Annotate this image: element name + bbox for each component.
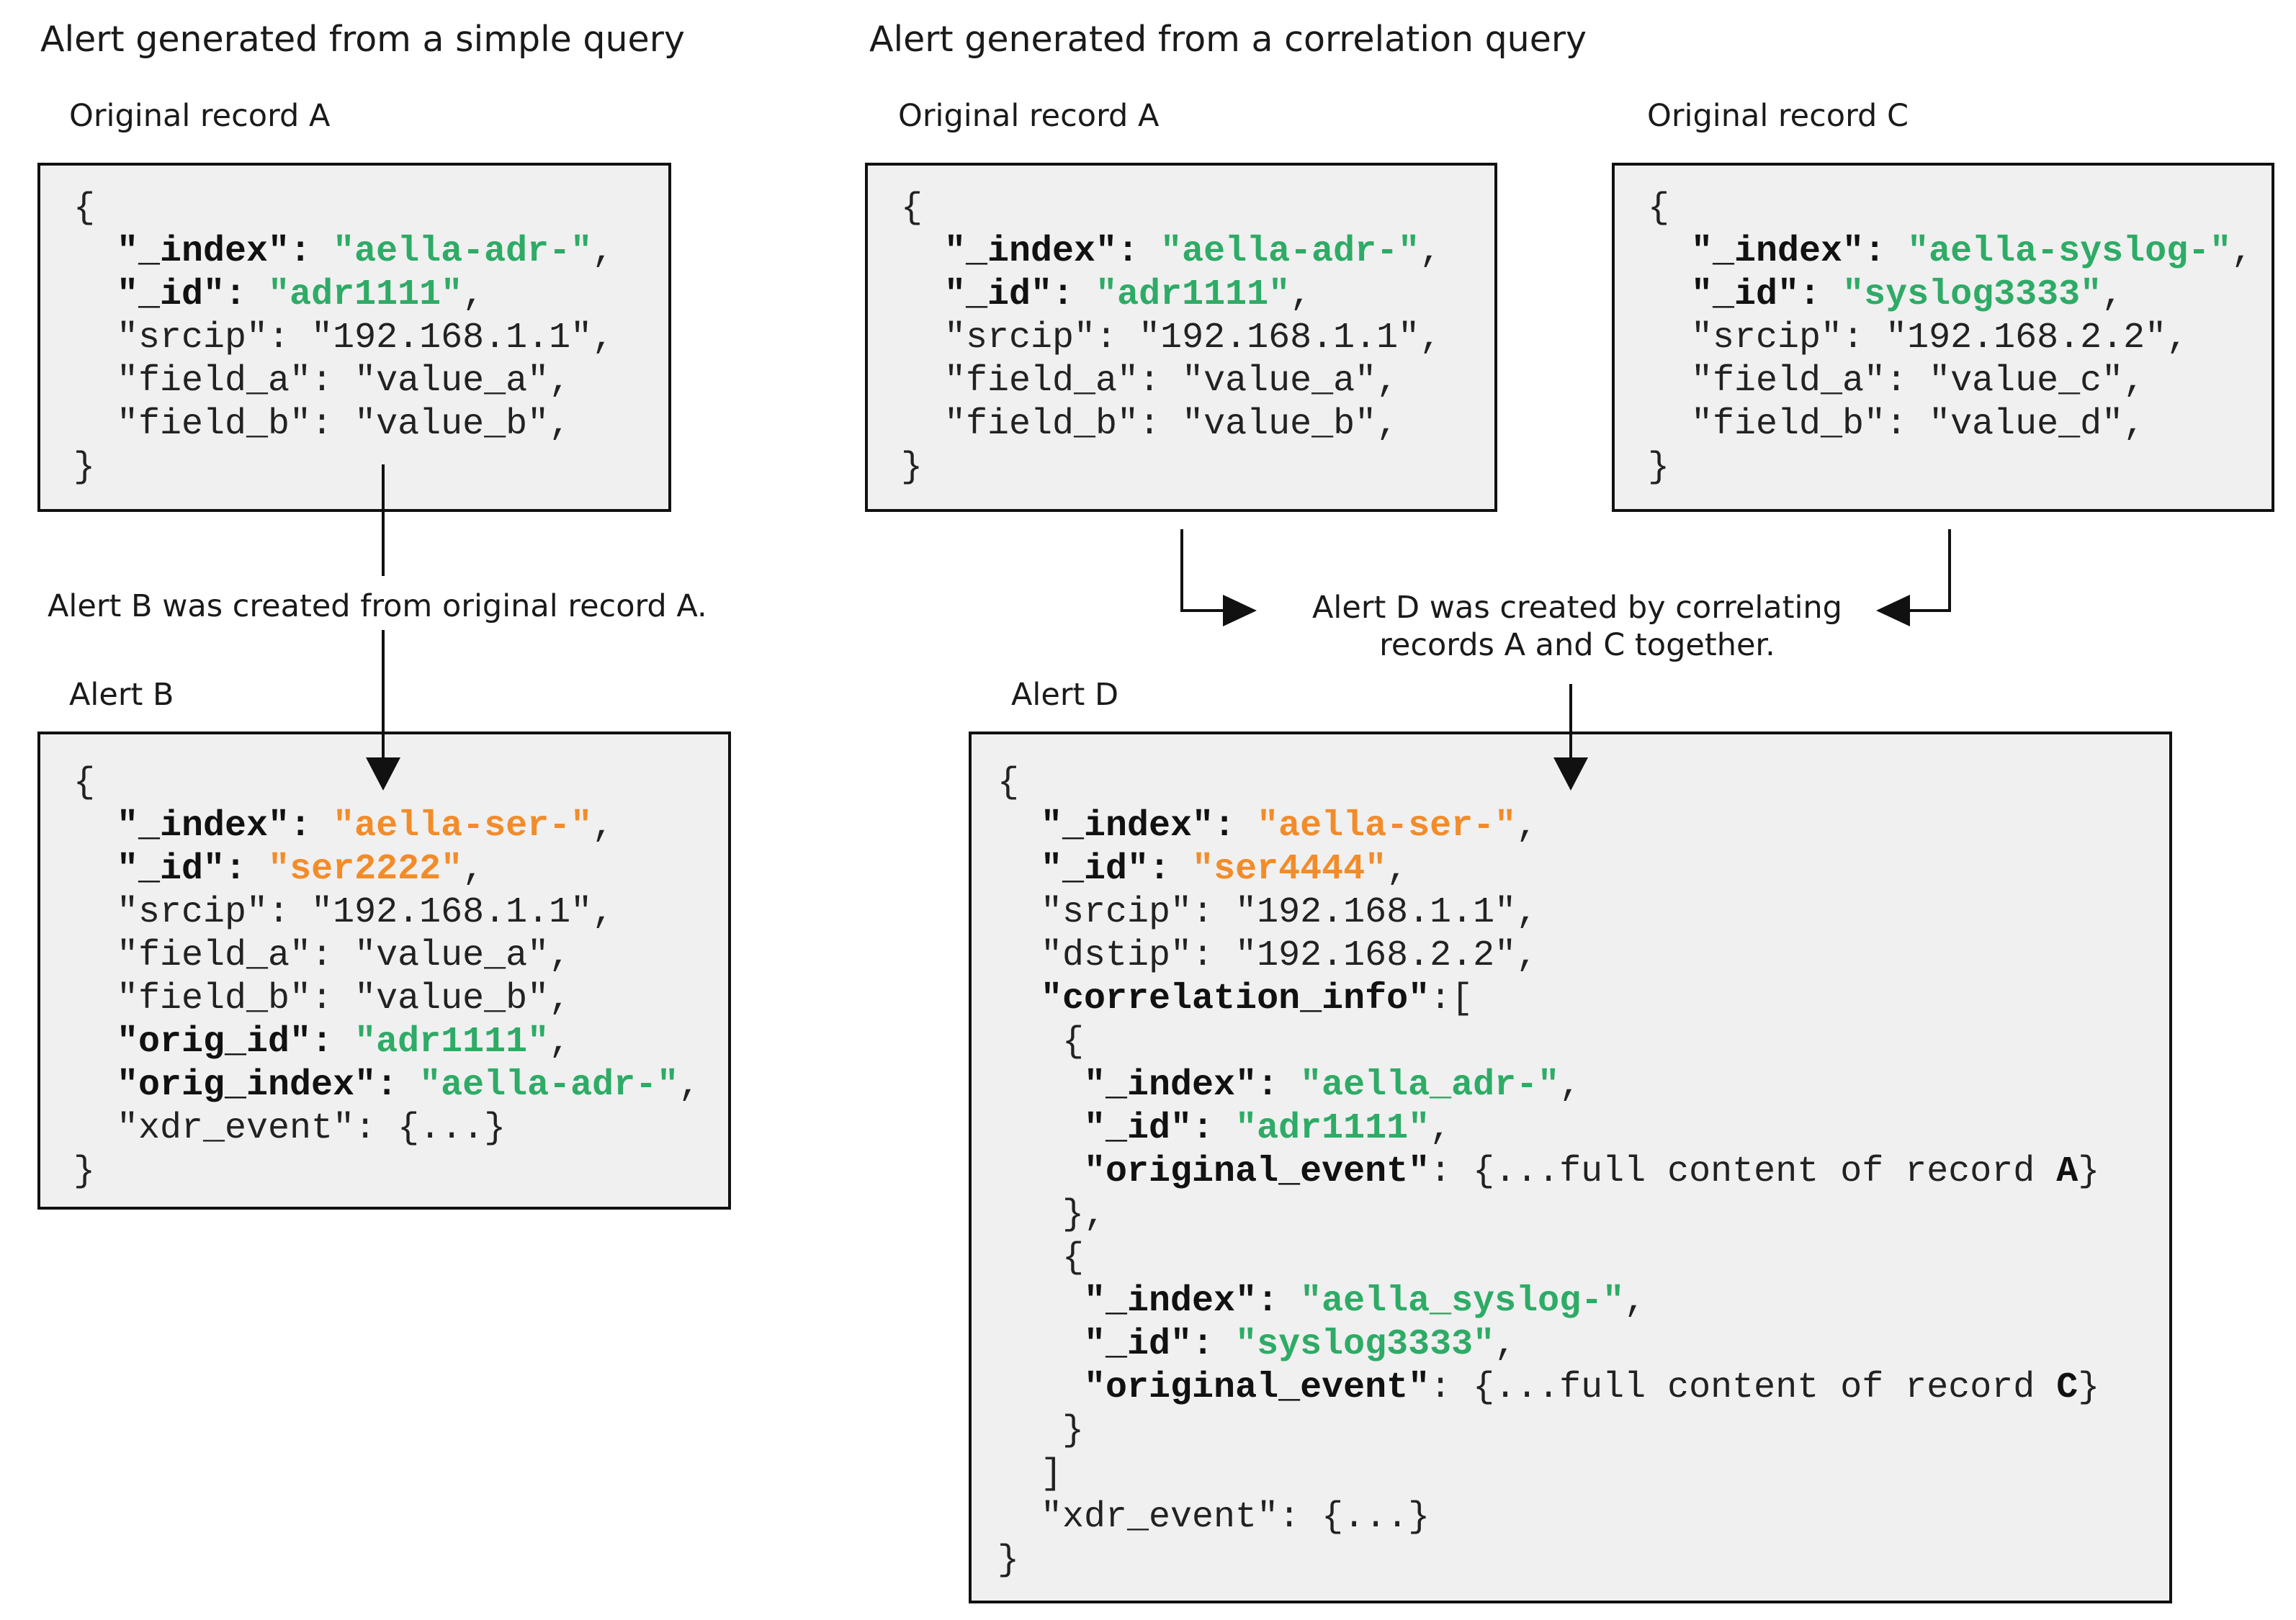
brace-close: }: [901, 447, 923, 488]
right-record-a-label: Original record A: [898, 98, 1160, 134]
correlation-info-key: "correlation_info": [1041, 978, 1430, 1020]
id-value: "adr1111": [268, 274, 463, 315]
dstip-line: "dstip": "192.168.2.2",: [1041, 935, 1538, 976]
index-key: "_index": [1691, 231, 1865, 272]
field-b-line: "field_b": "value_b",: [944, 404, 1399, 445]
id-key: "_id": [1041, 849, 1149, 890]
record-c-label: Original record C: [1647, 98, 1909, 134]
corr-c-id-value: "syslog3333": [1235, 1324, 1495, 1365]
field-b-line: "field_b": "value_d",: [1691, 404, 2145, 445]
id-value: "ser4444": [1192, 849, 1387, 890]
brace-close: }: [73, 1151, 96, 1192]
brace-open: {: [901, 188, 923, 229]
alert-d-arrowhead: [1553, 757, 1588, 791]
corr-a-original-event-key: "original_event": [1084, 1151, 1430, 1192]
orig-id-key: "orig_id": [117, 1022, 312, 1063]
object-open: {: [1062, 1022, 1085, 1063]
alert-b-created-note: Alert B was created from original record…: [43, 588, 712, 625]
id-value: "ser2222": [268, 849, 463, 890]
srcip-line: "srcip": "192.168.1.1",: [117, 892, 614, 933]
object-close-comma: },: [1062, 1194, 1106, 1236]
record-a-to-alert-d-connector: [1180, 529, 1223, 612]
alert-d-box: { "_index": "aella-ser-", "_id": "ser444…: [969, 732, 2172, 1603]
corr-a-id-value: "adr1111": [1235, 1108, 1430, 1149]
object-close: }: [1062, 1410, 1085, 1452]
id-key: "_id": [117, 274, 225, 315]
record-c-to-alert-d-connector: [1910, 529, 1951, 612]
alert-b-box: { "_index": "aella-ser-", "_id": "ser222…: [37, 732, 731, 1210]
alert-d-label: Alert D: [1011, 677, 1119, 713]
xdr-event-line: "xdr_event": {...}: [1041, 1497, 1430, 1538]
id-key: "_id": [117, 849, 225, 890]
right-record-a-box: { "_index": "aella-adr-", "_id": "adr111…: [865, 163, 1497, 512]
srcip-line: "srcip": "192.168.2.2",: [1691, 318, 2189, 359]
srcip-line: "srcip": "192.168.1.1",: [944, 318, 1442, 359]
object-open: {: [1062, 1238, 1085, 1279]
corr-a-id-key: "_id": [1084, 1108, 1193, 1149]
id-key: "_id": [944, 274, 1053, 315]
correlation-query-heading: Alert generated from a correlation query: [869, 19, 1587, 60]
index-key: "_index": [117, 231, 290, 272]
left-record-a-label: Original record A: [69, 98, 331, 134]
corr-a-index-value: "aella_adr-": [1300, 1065, 1560, 1106]
alert-b-label: Alert B: [69, 677, 174, 713]
alert-b-arrowhead: [366, 757, 400, 791]
id-value: "syslog3333": [1842, 274, 2102, 315]
alert-d-note-line-1: Alert D was created by correlating: [1312, 590, 1842, 626]
alert-d-created-note: Alert D was created by correlating recor…: [1282, 589, 1873, 664]
brace-close: }: [997, 1540, 1020, 1581]
record-a-arrowhead: [1223, 595, 1257, 626]
corr-a-original-event-text: : {...full content of record: [1430, 1151, 2057, 1192]
corr-c-index-key: "_index": [1084, 1281, 1257, 1322]
corr-c-id-key: "_id": [1084, 1324, 1193, 1365]
left-record-a-box: { "_index": "aella-adr-", "_id": "adr111…: [37, 163, 671, 512]
id-key: "_id": [1691, 274, 1800, 315]
brace-close: }: [1648, 447, 1670, 488]
alert-d-note-line-2: records A and C together.: [1379, 627, 1775, 663]
field-a-line: "field_a": "value_a",: [944, 361, 1399, 402]
record-c-arrowhead: [1876, 595, 1910, 626]
field-a-line: "field_a": "value_a",: [117, 361, 571, 402]
srcip-line: "srcip": "192.168.1.1",: [1041, 892, 1538, 933]
brace-open: {: [73, 762, 96, 804]
brace-close: }: [73, 447, 96, 488]
orig-id-value: "adr1111": [354, 1022, 550, 1063]
corr-a-index-key: "_index": [1084, 1065, 1257, 1106]
field-b-line: "field_b": "value_b",: [117, 978, 571, 1020]
index-value: "aella-adr-": [333, 231, 593, 272]
array-close: ]: [1041, 1454, 1063, 1495]
field-a-line: "field_a": "value_c",: [1691, 361, 2145, 402]
record-c-box: { "_index": "aella-syslog-", "_id": "sys…: [1612, 163, 2274, 512]
index-key: "_index": [1041, 806, 1214, 847]
xdr-event-line: "xdr_event": {...}: [117, 1108, 506, 1149]
field-a-line: "field_a": "value_a",: [117, 935, 571, 976]
brace-open: {: [73, 188, 96, 229]
simple-query-heading: Alert generated from a simple query: [40, 19, 685, 60]
srcip-line: "srcip": "192.168.1.1",: [117, 318, 614, 359]
brace-open: {: [997, 762, 1020, 804]
index-key: "_index": [944, 231, 1118, 272]
corr-a-record-letter: A: [2056, 1151, 2078, 1192]
index-value: "aella-syslog-": [1907, 231, 2232, 272]
index-key: "_index": [117, 806, 290, 847]
corr-c-original-event-text: : {...full content of record: [1430, 1367, 2057, 1408]
corr-c-original-event-key: "original_event": [1084, 1367, 1430, 1408]
index-value: "aella-adr-": [1160, 231, 1420, 272]
orig-index-value: "aella-adr-": [419, 1065, 679, 1106]
index-value: "aella-ser-": [1257, 806, 1517, 847]
field-b-line: "field_b": "value_b",: [117, 404, 571, 445]
index-value: "aella-ser-": [333, 806, 593, 847]
id-value: "adr1111": [1095, 274, 1291, 315]
brace-open: {: [1648, 188, 1670, 229]
orig-index-key: "orig_index": [117, 1065, 377, 1106]
corr-c-index-value: "aella_syslog-": [1300, 1281, 1625, 1322]
correlation-info-open: :[: [1430, 978, 1474, 1020]
corr-c-record-letter: C: [2056, 1367, 2078, 1408]
